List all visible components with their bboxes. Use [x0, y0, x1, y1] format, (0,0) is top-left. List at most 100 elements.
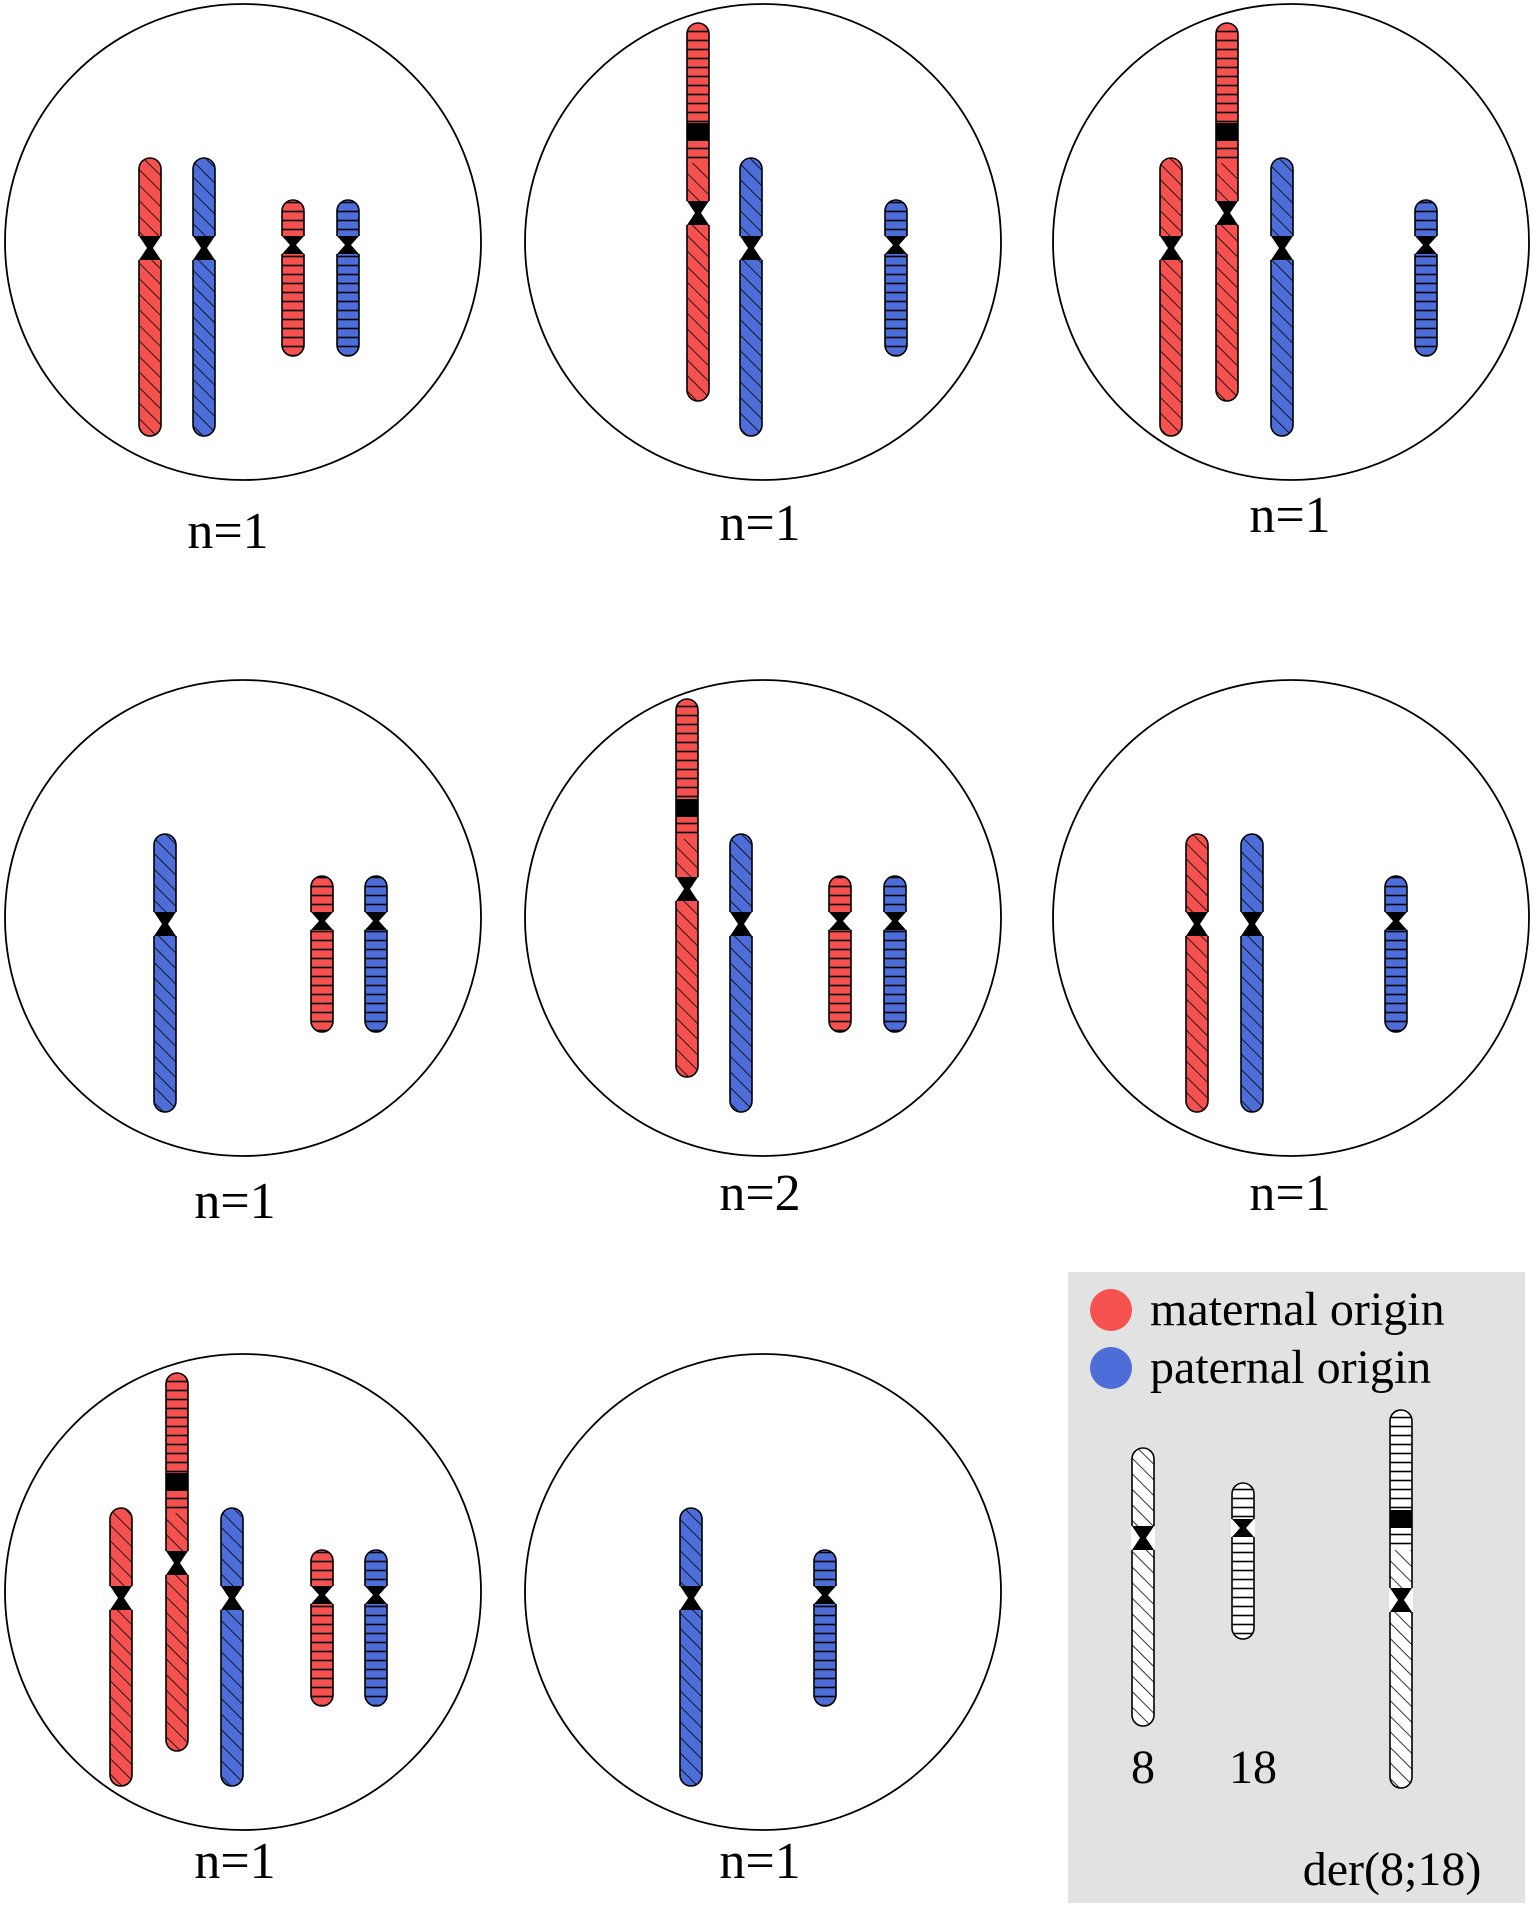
- striped-arm: [1390, 1528, 1412, 1550]
- cell-6: n=1: [1052, 679, 1530, 1222]
- dark-band: [687, 123, 709, 141]
- cell-count-label: n=1: [194, 1173, 275, 1230]
- hatched-arm: [1271, 158, 1293, 238]
- cell-8: n=1: [524, 1353, 1002, 1890]
- hatched-arm: [740, 158, 762, 238]
- chromosome-outline: [281, 199, 305, 357]
- centromere: [110, 1586, 132, 1610]
- chromosome-outline: [739, 157, 763, 437]
- striped-arm: [884, 928, 906, 1032]
- chromosome-outline: [1231, 1482, 1255, 1640]
- hatched-arm: [680, 1608, 702, 1786]
- centromere: [1271, 236, 1293, 260]
- cell-count-label: n=1: [1249, 1165, 1330, 1222]
- chromosome-outline: [336, 199, 360, 357]
- centromere: [1385, 912, 1407, 930]
- centromere: [365, 912, 387, 930]
- striped-arm: [311, 928, 333, 1032]
- centromere: [1160, 236, 1182, 260]
- legend-chromosome-18: [1231, 1482, 1255, 1640]
- centromere: [154, 912, 176, 936]
- cell-3: n=1: [1052, 3, 1530, 544]
- hatched-arm: [1132, 1548, 1154, 1726]
- chromosome-outline: [828, 875, 852, 1033]
- hatched-arm: [110, 1508, 132, 1588]
- chromosome-18-paternal: [883, 875, 907, 1033]
- chromosome-8-paternal: [679, 1507, 703, 1787]
- centromere: [1415, 236, 1437, 254]
- striped-arm: [365, 1602, 387, 1706]
- hatched-arm: [740, 258, 762, 436]
- hatched-arm: [221, 1508, 243, 1588]
- hatched-arm: [139, 158, 161, 238]
- hatched-arm: [730, 834, 752, 914]
- paternal-origin-label: paternal origin: [1150, 1341, 1431, 1394]
- chromosome-der-8-18-maternal: [675, 698, 699, 1078]
- chromosome-8-paternal: [739, 157, 763, 437]
- striped-arm: [687, 23, 709, 123]
- chromosome-outline: [364, 875, 388, 1033]
- centromere: [365, 1586, 387, 1604]
- cell-membrane: [4, 1353, 482, 1831]
- hatched-arm: [1241, 934, 1263, 1112]
- chromosome-outline: [109, 1507, 133, 1787]
- hatched-arm: [1160, 258, 1182, 436]
- cell-count-label: n=1: [719, 1833, 800, 1890]
- cell-count-label: n=1: [194, 1833, 275, 1890]
- chromosome-18-paternal: [1384, 875, 1408, 1033]
- striped-arm: [365, 1550, 387, 1588]
- hatched-arm: [1271, 258, 1293, 436]
- cell-membrane: [1052, 679, 1530, 1157]
- hatched-arm: [139, 258, 161, 436]
- chromosome-18-paternal: [1414, 199, 1438, 357]
- hatched-arm: [676, 899, 698, 1077]
- hatched-arm: [1216, 163, 1238, 203]
- cell-count-label: n=2: [719, 1165, 800, 1222]
- hatched-arm: [676, 839, 698, 879]
- chromosome-outline: [220, 1507, 244, 1787]
- striped-arm: [311, 1550, 333, 1588]
- hatched-arm: [110, 1608, 132, 1786]
- hatched-arm: [1216, 223, 1238, 401]
- striped-arm: [884, 876, 906, 914]
- cell-count-label: n=1: [1249, 487, 1330, 544]
- chromosome-8-paternal: [220, 1507, 244, 1787]
- hatched-arm: [154, 934, 176, 1112]
- hatched-arm: [1186, 834, 1208, 914]
- centromere: [311, 1586, 333, 1604]
- chromosome-18-paternal: [813, 1549, 837, 1707]
- paternal-swatch-icon: [1090, 1347, 1132, 1389]
- cell-count-label: n=1: [719, 495, 800, 552]
- chromosome-outline: [1414, 199, 1438, 357]
- hatched-arm: [730, 934, 752, 1112]
- striped-arm: [166, 1373, 188, 1473]
- legend: maternal origin paternal origin 8 18 der…: [1068, 1272, 1525, 1903]
- striped-arm: [885, 200, 907, 238]
- chromosome-18-maternal: [281, 199, 305, 357]
- dark-band: [166, 1473, 188, 1491]
- chromosome-outline: [1384, 875, 1408, 1033]
- centromere: [337, 236, 359, 254]
- centromere: [814, 1586, 836, 1604]
- cell-count-label: n=1: [187, 503, 268, 560]
- dark-band: [676, 799, 698, 817]
- chromosome-outline: [1159, 157, 1183, 437]
- chromosome-8-maternal: [109, 1507, 133, 1787]
- chromosome-outline: [883, 875, 907, 1033]
- hatched-arm: [1390, 1610, 1412, 1788]
- chromosome-8-paternal: [729, 833, 753, 1113]
- striped-arm: [885, 252, 907, 356]
- hatched-arm: [221, 1608, 243, 1786]
- chromosome-outline: [679, 1507, 703, 1787]
- chromosome-8-maternal: [138, 157, 162, 437]
- hatched-arm: [166, 1513, 188, 1553]
- centromere: [687, 201, 709, 225]
- centromere: [1390, 1588, 1412, 1612]
- striped-arm: [1415, 252, 1437, 356]
- chromosome-der-8-18-maternal: [686, 22, 710, 402]
- chromosome-outline: [813, 1549, 837, 1707]
- cell-7: n=1: [4, 1353, 482, 1890]
- centromere: [1216, 201, 1238, 225]
- chromosome-outline: [1185, 833, 1209, 1113]
